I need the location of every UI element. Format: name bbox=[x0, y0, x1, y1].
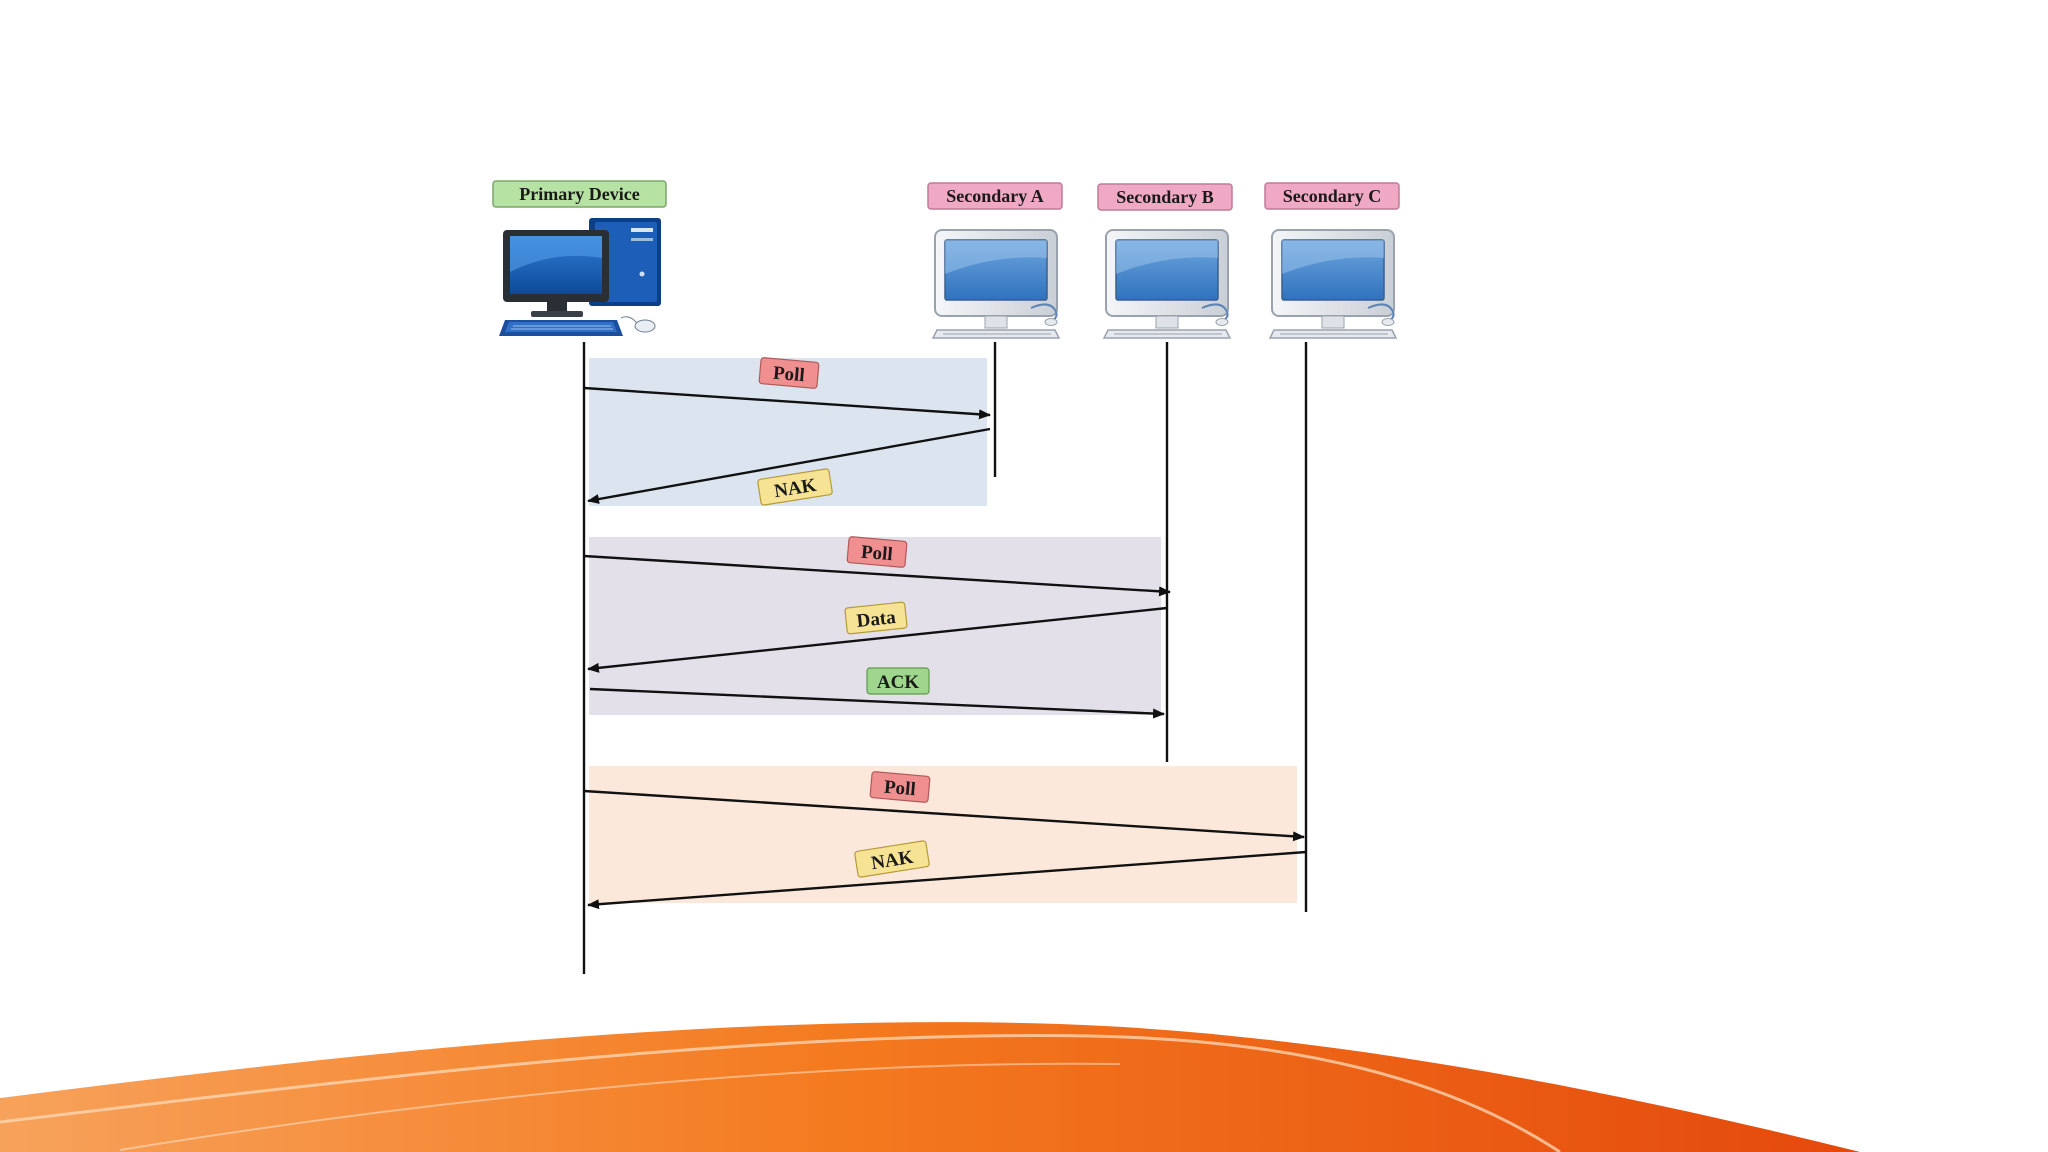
participant-label-secondary-b: Secondary B bbox=[1098, 184, 1232, 210]
monitor-computer-icon bbox=[933, 230, 1059, 338]
participant-primary-label: Primary Device bbox=[519, 184, 639, 204]
message-label: Poll bbox=[860, 542, 893, 566]
message-tag-data-b: Data bbox=[845, 602, 907, 634]
footer-wave-decoration bbox=[0, 1022, 1860, 1152]
message-label: Data bbox=[856, 607, 898, 632]
message-label: Poll bbox=[772, 363, 805, 387]
wave-main bbox=[0, 1022, 1860, 1152]
message-tag-poll-a: Poll bbox=[759, 358, 819, 389]
monitor-computer-icon bbox=[1270, 230, 1396, 338]
desktop-tower-computer-icon bbox=[499, 218, 661, 336]
monitor-computer-icon bbox=[1104, 230, 1230, 338]
participant-secondary-c-label: Secondary C bbox=[1283, 186, 1382, 206]
participant-label-primary: Primary Device bbox=[493, 181, 666, 207]
message-tag-poll-c: Poll bbox=[870, 772, 930, 803]
participant-label-secondary-c: Secondary C bbox=[1265, 183, 1399, 209]
message-tag-poll-b: Poll bbox=[847, 537, 907, 568]
message-label: Poll bbox=[883, 777, 916, 801]
participant-label-secondary-a: Secondary A bbox=[928, 183, 1062, 209]
message-label: ACK bbox=[877, 672, 919, 693]
participant-secondary-a-label: Secondary A bbox=[946, 186, 1044, 206]
participant-secondary-b-label: Secondary B bbox=[1116, 187, 1214, 207]
message-tag-ack-b: ACK bbox=[867, 668, 929, 694]
band-secondary-c bbox=[589, 766, 1297, 903]
participant-labels: Primary Device Secondary A Secondary B S… bbox=[493, 181, 1399, 210]
